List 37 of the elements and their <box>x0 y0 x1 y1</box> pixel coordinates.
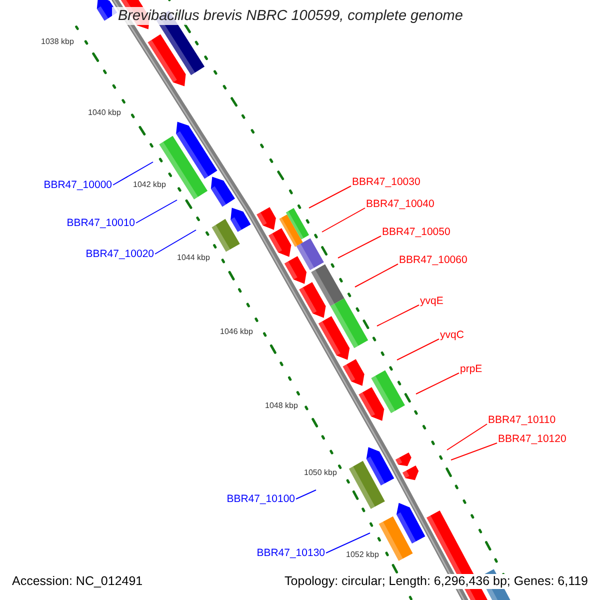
leader-line <box>322 208 366 232</box>
tick-label: 1048 kbp <box>265 401 298 411</box>
gene-label: BBR47_10120 <box>498 432 566 446</box>
leader-line <box>396 338 440 360</box>
leader-line <box>326 532 370 554</box>
gene-label: yvqC <box>440 328 464 342</box>
leader-line <box>446 424 488 450</box>
leader-line <box>308 186 352 208</box>
gene-label: BBR47_10110 <box>488 413 556 427</box>
leader-line <box>338 236 382 258</box>
leader-line <box>112 162 154 186</box>
gene-label: BBR47_10020 <box>86 247 154 261</box>
gene-label: BBR47_10000 <box>44 178 112 192</box>
info-text: Accession: NC_012491 <box>10 574 145 589</box>
leader-line <box>376 304 420 326</box>
gene-label: BBR47_10010 <box>66 216 135 230</box>
leader-line <box>416 372 460 394</box>
gene-label: yvqE <box>420 294 444 308</box>
leader-line <box>354 264 398 288</box>
tick-label: 1044 kbp <box>177 253 210 263</box>
gene-label: BBR47_10040 <box>366 197 434 211</box>
tick-label: 1040 kbp <box>88 108 121 118</box>
gene-label: prpE <box>460 362 482 376</box>
leader-line <box>136 200 178 224</box>
tick-label: 1046 kbp <box>220 327 253 337</box>
gene-label: BBR47_10030 <box>352 175 420 189</box>
leader-line <box>154 230 196 254</box>
gene-label: BBR47_10130 <box>256 546 325 560</box>
gene-label: BBR47_10100 <box>226 492 295 506</box>
tick-label: 1052 kbp <box>346 550 379 560</box>
gene-label: BBR47_10050 <box>382 225 450 239</box>
gene-label: BBR47_10060 <box>399 253 468 267</box>
leader-line <box>296 490 316 500</box>
tick-label: 1042 kbp <box>133 180 166 190</box>
tick-label: 1038 kbp <box>41 37 74 47</box>
leader-line <box>450 442 498 460</box>
tick-label: 1050 kbp <box>304 468 337 478</box>
